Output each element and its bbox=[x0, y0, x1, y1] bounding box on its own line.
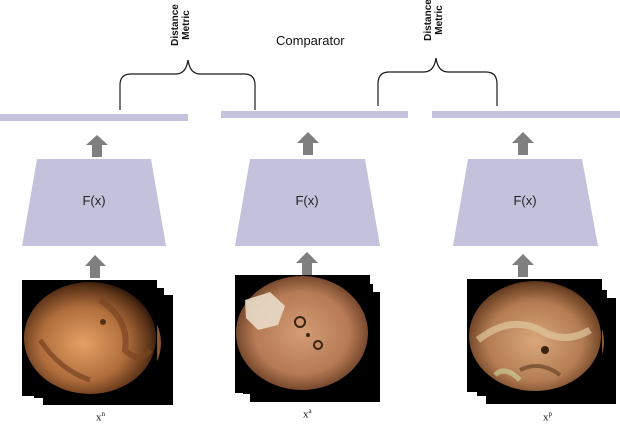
image-stack-positive bbox=[467, 279, 616, 404]
input-label-negative: xn bbox=[96, 410, 105, 424]
arrow-up-icon bbox=[86, 135, 108, 157]
embedding-bar-negative bbox=[0, 114, 188, 121]
input-sup: a bbox=[308, 407, 312, 415]
comparator-bracket-right bbox=[377, 57, 498, 106]
distance-metric-label-left: Distance Metric bbox=[170, 0, 192, 55]
distance-label-line1: Distance bbox=[423, 0, 434, 41]
distance-label-line1: Distance bbox=[170, 4, 181, 46]
arrow-up-icon bbox=[296, 252, 318, 275]
image-stack-negative bbox=[22, 280, 173, 405]
encoder-label-anchor: F(x) bbox=[295, 193, 319, 208]
input-base: x bbox=[303, 408, 309, 421]
arrow-up-icon bbox=[512, 254, 534, 277]
input-label-anchor: xa bbox=[303, 407, 312, 421]
input-base: x bbox=[96, 411, 102, 424]
encoder-label-positive: F(x) bbox=[513, 193, 537, 208]
encoder-positive bbox=[453, 159, 598, 246]
embedding-bar-positive bbox=[432, 111, 620, 118]
arrow-up-icon bbox=[297, 132, 319, 155]
image-stack-anchor bbox=[235, 275, 380, 402]
arrow-up-icon bbox=[85, 255, 106, 278]
comparator-bracket-left bbox=[119, 59, 256, 110]
input-label-positive: xp bbox=[543, 410, 552, 424]
input-sup: p bbox=[548, 410, 553, 418]
encoder-anchor bbox=[235, 159, 380, 246]
arrow-up-icon bbox=[512, 132, 534, 155]
distance-label-line2: Metric bbox=[181, 10, 192, 40]
distance-metric-label-right: Distance Metric bbox=[423, 0, 445, 50]
input-base: x bbox=[543, 411, 549, 424]
comparator-label: Comparator bbox=[276, 33, 345, 48]
input-sup: n bbox=[101, 410, 106, 418]
encoder-label-negative: F(x) bbox=[82, 193, 106, 208]
encoder-negative bbox=[22, 159, 166, 246]
embedding-bar-anchor bbox=[221, 111, 408, 118]
distance-label-line2: Metric bbox=[434, 5, 445, 35]
